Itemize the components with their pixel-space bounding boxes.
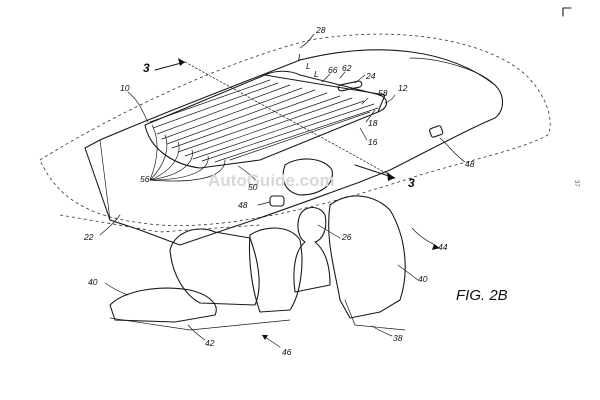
tube-line	[149, 79, 271, 123]
ref-12: 12	[398, 83, 408, 93]
leader-48-left	[257, 201, 271, 206]
grab-handle	[337, 80, 363, 92]
ref-42: 42	[205, 338, 215, 348]
leader-58	[361, 97, 369, 105]
leader-38	[371, 325, 393, 337]
leader-22	[99, 214, 121, 236]
tube-line	[184, 97, 353, 157]
section-label-top: 3	[143, 61, 150, 75]
ref-26: 26	[341, 232, 352, 242]
ref-10: 10	[120, 83, 130, 93]
ref-L: L	[298, 52, 303, 62]
dome-light	[429, 125, 444, 138]
leader-50	[237, 165, 259, 183]
tether-line	[149, 124, 158, 181]
ref-62: 62	[342, 63, 352, 73]
tether-line	[149, 141, 180, 181]
leader-16	[359, 127, 368, 141]
leader-12	[384, 94, 396, 104]
watermark: AutoGuide.com	[208, 171, 335, 190]
tether-line	[149, 155, 209, 181]
leader-24	[354, 74, 366, 84]
ref-56: 56	[140, 174, 150, 184]
roof-edge-line	[59, 214, 261, 233]
crop-mark	[562, 7, 572, 17]
arrow-head	[178, 58, 185, 66]
figure-label: FIG. 2B	[456, 287, 508, 304]
leader-28	[299, 33, 315, 49]
arrow-head	[432, 244, 440, 250]
floor-line	[109, 317, 291, 331]
occupant	[293, 206, 331, 293]
mounting-rail	[264, 74, 386, 113]
ref-L: L	[314, 69, 319, 79]
ref-40-left: 40	[88, 277, 98, 287]
headliner-panel	[84, 49, 504, 246]
tube-line	[171, 92, 328, 149]
tube-line	[229, 111, 371, 161]
ref-28: 28	[315, 25, 326, 35]
dome-light	[269, 195, 285, 207]
leader-48-right	[439, 137, 466, 163]
leader-26	[317, 224, 341, 239]
ref-66: 66	[328, 65, 338, 75]
section-label-bottom: 3	[408, 176, 415, 190]
ref-48-left: 48	[238, 200, 248, 210]
leader-62	[339, 71, 346, 79]
ref-24: 24	[365, 71, 376, 81]
ref-58: 58	[378, 88, 388, 98]
seat-right	[328, 195, 406, 319]
ref-18: 18	[368, 118, 378, 128]
tube-line	[177, 95, 341, 153]
airbag-curtain	[144, 70, 388, 182]
tether-line	[149, 159, 226, 182]
tube-line	[214, 107, 379, 163]
ref-46: 46	[282, 347, 292, 357]
ref-40-right: 40	[418, 274, 428, 284]
leader-44	[411, 227, 436, 246]
leader-40-right	[397, 264, 419, 281]
ref-L: L	[306, 61, 311, 71]
ref-16: 16	[368, 137, 378, 147]
leader-66	[321, 73, 331, 83]
ref-48-right: 48	[465, 159, 475, 169]
seat-left-cushion	[109, 287, 217, 323]
curtain-outline	[144, 70, 388, 169]
ref-50: 50	[248, 182, 258, 192]
headliner-rear-curve	[409, 57, 496, 86]
seat-right-base	[344, 299, 406, 331]
ref-44: 44	[438, 242, 448, 252]
arrow-head	[262, 335, 268, 340]
headliner-front-edge	[99, 139, 111, 221]
leader-10	[127, 91, 149, 123]
leader-42	[187, 324, 206, 341]
leader-40-left	[104, 282, 129, 296]
ref-38: 38	[393, 333, 403, 343]
tube-line	[161, 87, 303, 140]
arrow-head	[387, 172, 395, 181]
page-number: 37	[573, 180, 579, 187]
leader-18	[365, 109, 376, 123]
tube-line	[192, 100, 365, 160]
tube-line	[156, 84, 291, 135]
headrest	[282, 158, 333, 196]
tether-line	[149, 134, 168, 181]
tether-line	[149, 149, 193, 181]
tube-line	[152, 82, 279, 129]
tube-line	[201, 103, 375, 162]
section-line	[184, 61, 396, 179]
seat-center	[248, 227, 303, 313]
seat-left-back	[169, 228, 260, 306]
ref-22: 22	[83, 232, 94, 242]
roof-outline	[39, 33, 551, 226]
tube-line	[166, 89, 316, 145]
